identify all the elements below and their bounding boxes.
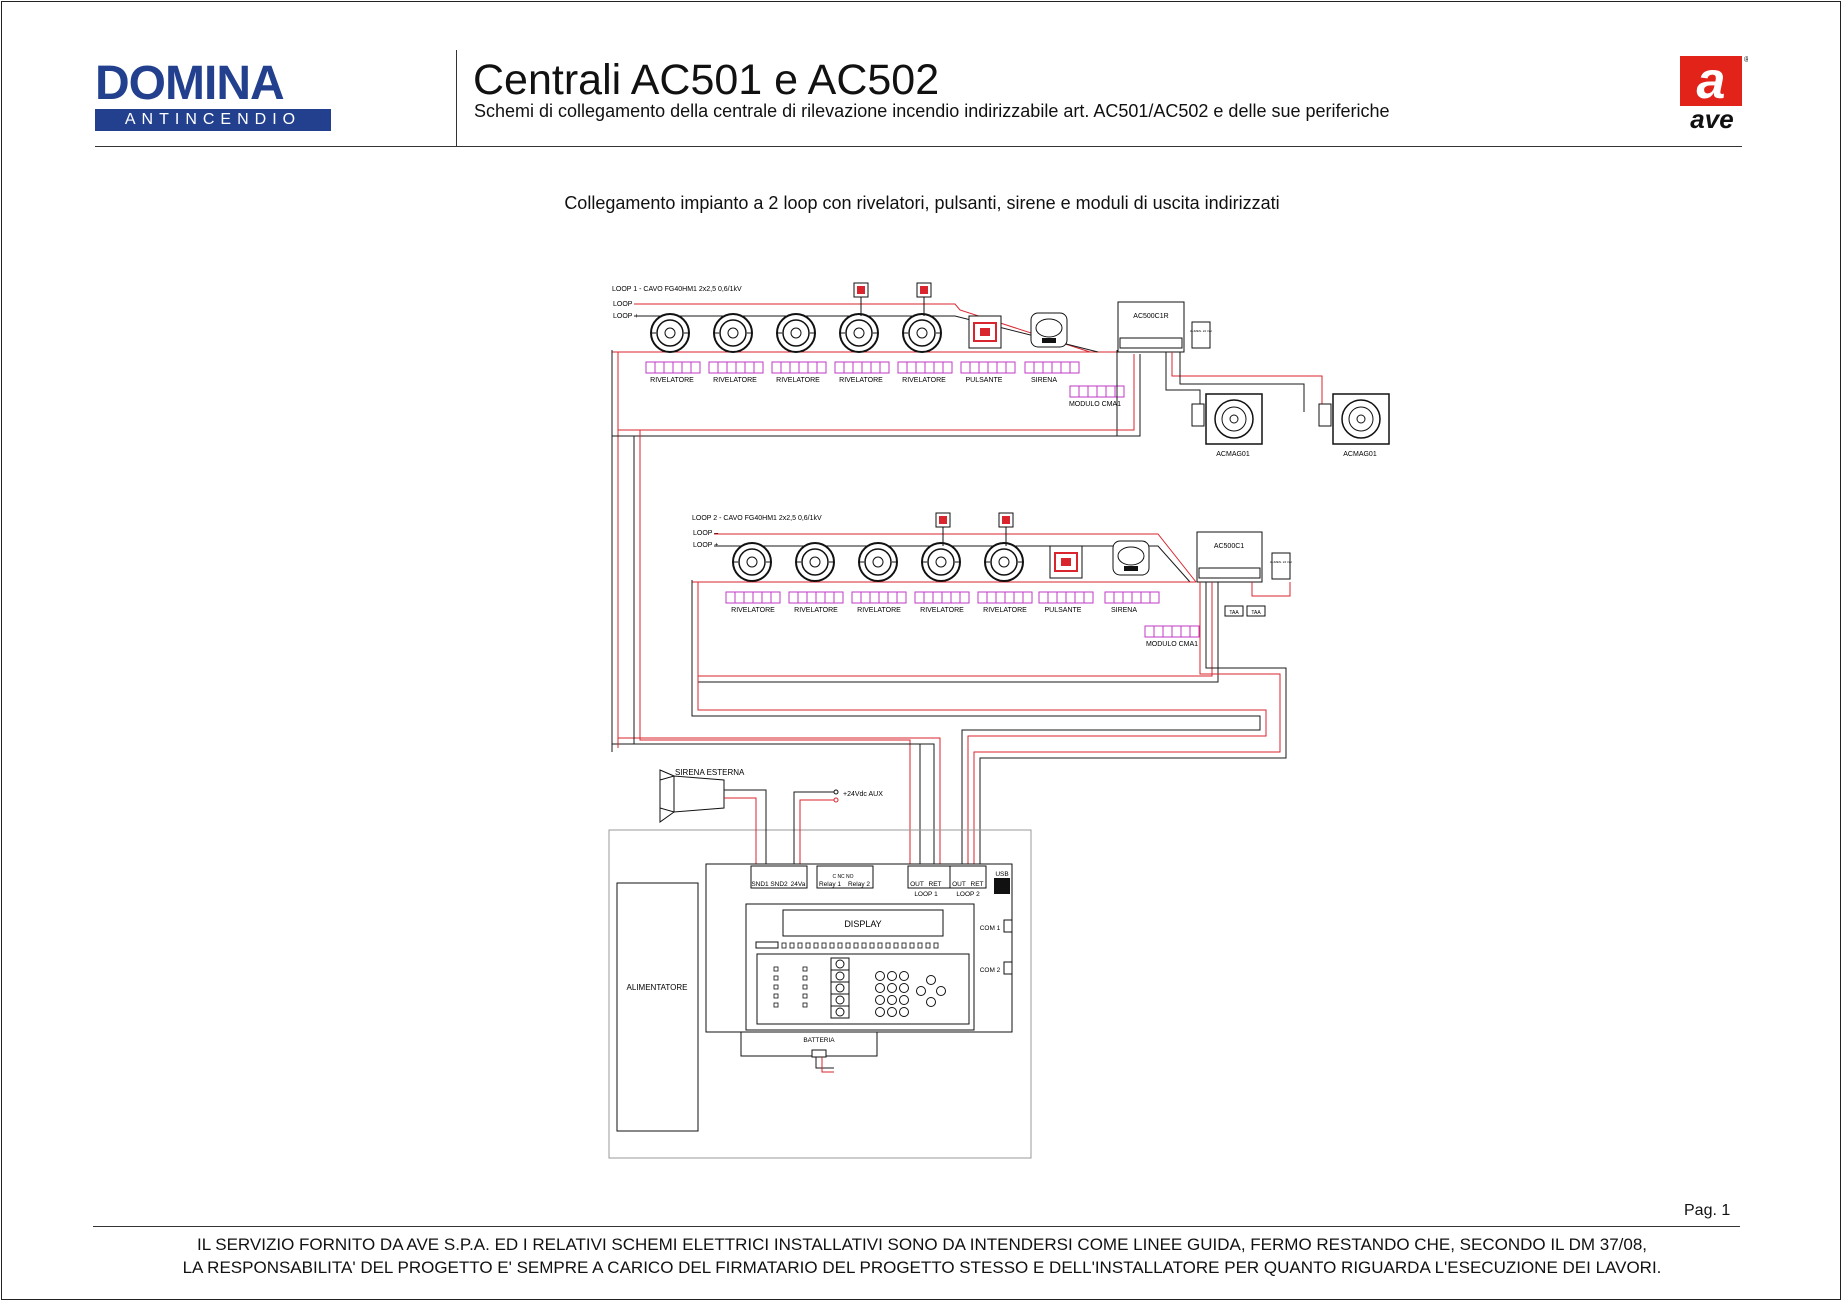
loop1-detector-5 — [902, 313, 942, 353]
loop2-plus-label: LOOP + — [693, 542, 718, 549]
loop1-module-label: MODULO CMA1 — [1069, 401, 1121, 408]
com1-label: COM 1 — [980, 925, 1001, 932]
external-siren-label: SIRENA ESTERNA — [675, 768, 745, 777]
loop2-tag-1: TAA — [1229, 610, 1239, 616]
registered-mark: ® — [1744, 55, 1748, 64]
terminal-loop1-ret: RET — [929, 881, 942, 888]
ave-logo-word: ave — [1690, 104, 1733, 130]
display-label: DISPLAY — [844, 919, 881, 929]
psu-box — [616, 882, 699, 1132]
display-box — [782, 909, 944, 937]
loop2-device-label-2: RIVELATORE — [794, 607, 838, 614]
loop2-repeater-1 — [935, 512, 951, 547]
loop2-siren — [1112, 540, 1150, 576]
loop2-detector-1 — [732, 542, 772, 582]
loop2-module-box-label: AC500C1 — [1214, 543, 1244, 550]
battery-label: BATTERIA — [803, 1037, 835, 1044]
loop1-magnet-label-1: ACMAG01 — [1216, 451, 1250, 458]
aux-label: +24Vdc AUX — [843, 791, 883, 798]
terminal-snd1: SND1 — [751, 881, 769, 888]
loop2-detector-4 — [921, 542, 961, 582]
header-separator — [456, 50, 457, 146]
loop1-detector-3 — [776, 313, 816, 353]
page-number: Pag. 1 — [1684, 1202, 1731, 1219]
terminal-loop1-out: OUT — [910, 881, 924, 888]
loop1-siren — [1030, 312, 1068, 348]
loop1-device-label-7: SIRENA — [1031, 377, 1057, 384]
loop1-module-box-label: AC500C1R — [1133, 313, 1168, 320]
loop1-magnet-1 — [1191, 393, 1263, 445]
loop1-cable-label: LOOP 1 - CAVO FG40HM1 2x2,5 0,6/1kV — [612, 286, 742, 293]
page-subtitle: Schemi di collegamento della centrale di… — [474, 101, 1390, 121]
loop1-supply-tag: ALIMEN. 24 Vdc — [1190, 329, 1213, 333]
loop2-callpoint — [1049, 545, 1083, 579]
footer-disclaimer-line-1: IL SERVIZIO FORNITO DA AVE S.P.A. ED I R… — [196, 1235, 1648, 1254]
header-rule — [95, 146, 1742, 147]
loop2-device-label-7: SIRENA — [1111, 607, 1137, 614]
battery-box — [740, 1031, 878, 1057]
com2-label: COM 2 — [980, 967, 1001, 974]
loop2-minus-label: LOOP – — [693, 530, 718, 537]
loop1-device-label-4: RIVELATORE — [839, 377, 883, 384]
loop2-detector-3 — [858, 542, 898, 582]
loop2-cable-label: LOOP 2 - CAVO FG40HM1 2x2,5 0,6/1kV — [692, 515, 822, 522]
loop2-module-label: MODULO CMA1 — [1146, 641, 1198, 648]
page-title: Centrali AC501 e AC502 — [473, 56, 940, 104]
loop2-repeater-2 — [998, 512, 1014, 547]
terminal-loop2-ret: RET — [971, 881, 984, 888]
loop1-magnet-2 — [1318, 393, 1390, 445]
loop1-device-label-3: RIVELATORE — [776, 377, 820, 384]
terminal-snd2: SND2 — [770, 881, 788, 888]
loop2-supply-tag: ALIMEN. 24 Vdc — [1270, 560, 1293, 564]
loop1-minus-label: LOOP – — [613, 301, 638, 308]
loop2-device-label-5: RIVELATORE — [983, 607, 1027, 614]
psu-label: ALIMENTATORE — [627, 983, 688, 992]
loop2-detector-5 — [984, 542, 1024, 582]
terminal-relay2: Relay 2 — [848, 881, 870, 888]
panel-enclosure — [608, 829, 1032, 1159]
loop2-terminal-label: LOOP 2 — [956, 891, 980, 898]
loop1-device-label-2: RIVELATORE — [713, 377, 757, 384]
terminal-loop2-out: OUT — [952, 881, 966, 888]
terminal-24va: 24Va — [791, 881, 806, 888]
loop1-device-label-6: PULSANTE — [966, 377, 1003, 384]
loop2-tag-2: TAA — [1251, 610, 1261, 616]
usb-label: USB — [995, 871, 1008, 878]
loop1-callpoint — [968, 315, 1002, 349]
loop1-magnet-label-2: ACMAG01 — [1343, 451, 1377, 458]
loop1-detector-4 — [839, 313, 879, 353]
diagram-caption: Collegamento impianto a 2 loop con rivel… — [564, 193, 1280, 213]
domina-tagline: ANTINCENDIO — [95, 109, 331, 131]
loop1-device-label-5: RIVELATORE — [902, 377, 946, 384]
domina-logo: DOMINA ANTINCENDIO — [95, 57, 331, 131]
loop1-plus-label: LOOP + — [613, 313, 638, 320]
ave-logo-letter: a — [1697, 54, 1726, 110]
loop1-repeater-1 — [853, 282, 869, 317]
ave-logo: a ave ® — [1680, 54, 1748, 130]
loop1-detector-1 — [650, 313, 690, 353]
loop1-detector-2 — [713, 313, 753, 353]
loop1-repeater-2 — [916, 282, 932, 317]
loop2-device-label-6: PULSANTE — [1045, 607, 1082, 614]
footer-disclaimer-line-2: LA RESPONSABILITA' DEL PROGETTO E' SEMPR… — [182, 1258, 1662, 1277]
loop2-detector-2 — [795, 542, 835, 582]
domina-wordmark: DOMINA — [95, 57, 285, 110]
relay-pins-label: C NC NO — [832, 874, 853, 880]
footer-rule — [93, 1226, 1740, 1227]
loop1-terminal-label: LOOP 1 — [914, 891, 938, 898]
loop1-device-label-1: RIVELATORE — [650, 377, 694, 384]
terminal-relay1: Relay 1 — [819, 881, 841, 888]
loop2-device-label-3: RIVELATORE — [857, 607, 901, 614]
loop2-device-label-4: RIVELATORE — [920, 607, 964, 614]
loop2-device-label-1: RIVELATORE — [731, 607, 775, 614]
